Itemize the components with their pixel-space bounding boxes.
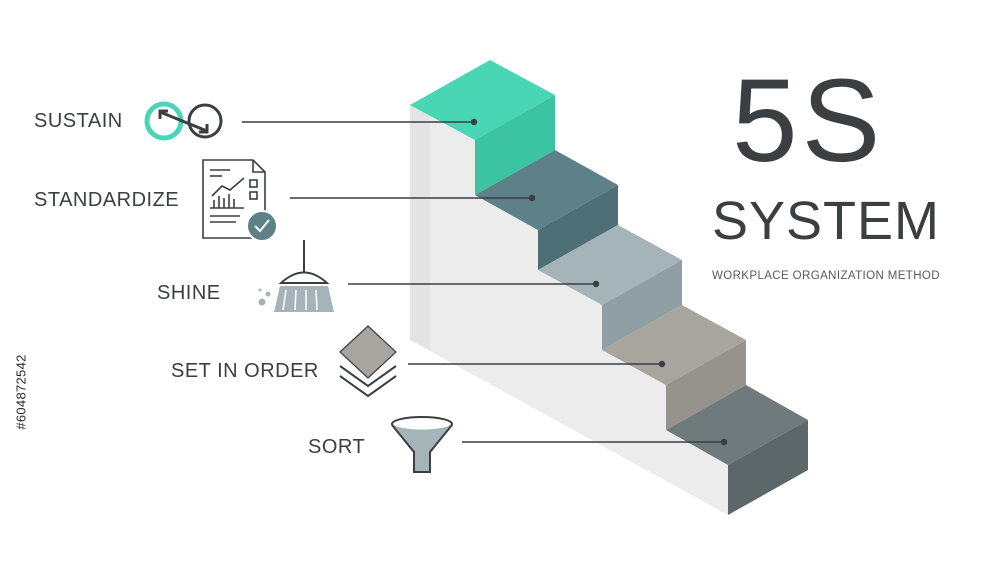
funnel-icon <box>391 416 453 473</box>
staircase-side-shadow <box>410 105 430 350</box>
label-sort: SORT <box>308 436 366 458</box>
infinity-arrows-icon <box>144 101 223 141</box>
step-sustain-block <box>410 60 555 195</box>
label-sustain: SUSTAIN <box>34 110 123 132</box>
step-standardize-block <box>475 150 618 270</box>
label-shine: SHINE <box>157 282 221 304</box>
step-sort-block <box>666 385 808 515</box>
label-set-in-order: SET IN ORDER <box>171 360 319 382</box>
broom-icon <box>258 240 334 312</box>
page-title: 5S <box>732 55 885 187</box>
connector-lines <box>242 118 728 446</box>
step-set-in-order-block <box>602 305 746 430</box>
staircase-side-wall <box>410 105 728 515</box>
stock-id-text: #604872542 <box>13 354 29 430</box>
page-subtitle: SYSTEM <box>712 191 941 251</box>
tagline: WORKPLACE ORGANIZATION METHOD <box>712 270 940 282</box>
step-shine-block <box>538 225 682 350</box>
layers-icon <box>339 325 397 398</box>
stock-id-watermark: #604872542 <box>9 322 33 462</box>
label-standardize: STANDARDIZE <box>34 189 180 211</box>
document-chart-check-icon <box>202 159 278 242</box>
